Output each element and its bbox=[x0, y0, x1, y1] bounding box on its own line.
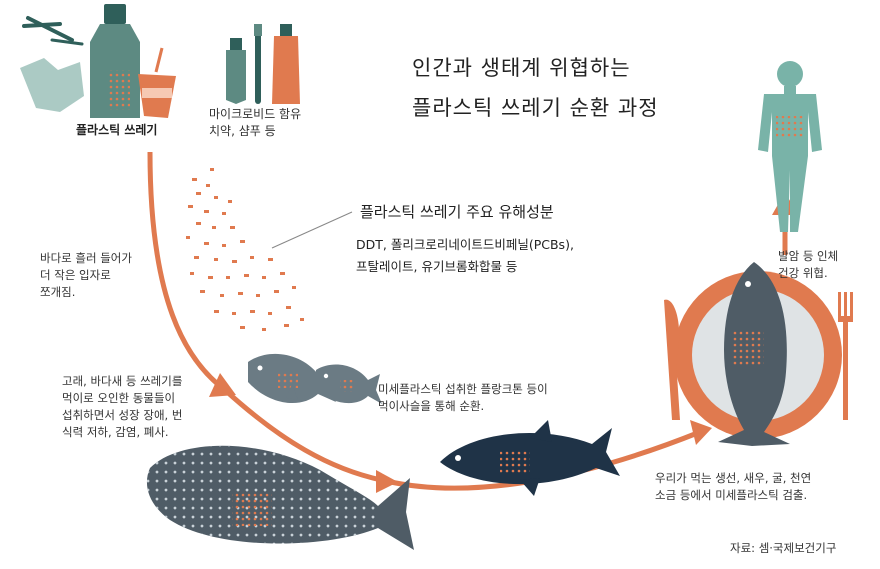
title-line-1: 인간과 생태계 위협하는 bbox=[412, 56, 631, 80]
fork-icon bbox=[838, 292, 853, 420]
sea-line-3: 쪼개짐. bbox=[40, 285, 76, 299]
title-line-2: 플라스틱 쓰레기 순환 과정 bbox=[412, 96, 659, 120]
human-line-1: 발암 등 인체 bbox=[778, 249, 839, 263]
food-chain-label: 미세플라스틱 섭취한 플랑크톤 등이 먹이사슬을 통해 순환. bbox=[378, 381, 548, 415]
whale-line-2: 먹이로 오인한 동물들이 bbox=[62, 391, 176, 405]
microbeads-line-1: 마이크로비드 함유 bbox=[209, 107, 302, 121]
health-threat-label: 발암 등 인체 건강 위협. bbox=[778, 248, 838, 282]
whale-line-4: 식력 저하, 감염, 폐사. bbox=[62, 425, 169, 439]
animal-harm-label: 고래, 바다새 등 쓰레기를 먹이로 오인한 동물들이 섭취하면서 성장 장애,… bbox=[62, 373, 182, 441]
microplastic-particles bbox=[186, 168, 304, 331]
microbeads-label: 마이크로비드 함유 치약, 샴푸 등 bbox=[209, 106, 301, 141]
sea-line-2: 더 작은 입자로 bbox=[40, 268, 111, 282]
tuna-on-plate-icon bbox=[674, 262, 842, 446]
eat-line-1: 우리가 먹는 생선, 새우, 굴, 천연 bbox=[655, 471, 812, 485]
microbeads-line-2: 치약, 샴푸 등 bbox=[209, 124, 276, 139]
food-detection-label: 우리가 먹는 생선, 새우, 굴, 천연 소금 등에서 미세플라스틱 검출. bbox=[655, 470, 811, 504]
whale-shark-icon bbox=[146, 445, 414, 550]
small-fish-icon bbox=[248, 353, 336, 404]
harmful-line-1: DDT, 폴리크로리네이트드비페닐(PCBs), bbox=[356, 237, 574, 252]
source-credit: 자료: 셈·국제보건기구 bbox=[730, 541, 837, 555]
whale-line-3: 섭취하면서 성장 장애, 번 bbox=[62, 408, 183, 422]
sea-line-1: 바다로 흘러 들어가 bbox=[40, 251, 132, 265]
whale-line-1: 고래, 바다새 등 쓰레기를 bbox=[62, 374, 183, 388]
plankton-line-2: 먹이사슬을 통해 순환. bbox=[378, 399, 485, 413]
toothpaste-icon bbox=[226, 38, 246, 104]
cup-straw-icon bbox=[138, 47, 176, 118]
plastic-bottle-icon bbox=[90, 4, 140, 118]
knife-icon bbox=[664, 299, 680, 420]
plankton-line-1: 미세플라스틱 섭취한 플랑크톤 등이 bbox=[378, 382, 548, 396]
toothbrush-icon bbox=[254, 24, 262, 104]
small-fish-icon bbox=[316, 364, 382, 404]
harmful-components: DDT, 폴리크로리네이트드비페닐(PCBs), 프탈레이트, 유기브롬화합물 … bbox=[356, 234, 574, 278]
shampoo-icon bbox=[272, 24, 300, 104]
diagram-title: 인간과 생태계 위협하는 플라스틱 쓰레기 순환 과정 bbox=[412, 48, 659, 128]
plastic-waste-label: 플라스틱 쓰레기 bbox=[76, 123, 158, 137]
harmful-line-2: 프탈레이트, 유기브롬화합물 등 bbox=[356, 259, 518, 274]
fork-knife-icon bbox=[22, 16, 84, 46]
human-line-2: 건강 위협. bbox=[778, 266, 828, 280]
human-figure-icon bbox=[758, 61, 822, 232]
sea-fragmentation-label: 바다로 흘러 들어가 더 작은 입자로 쪼개짐. bbox=[40, 250, 132, 301]
tuna-icon bbox=[440, 420, 620, 496]
pointer-line bbox=[271, 211, 353, 249]
eat-line-2: 소금 등에서 미세플라스틱 검출. bbox=[655, 488, 808, 502]
plastic-bag-icon bbox=[20, 58, 84, 112]
harmful-title: 플라스틱 쓰레기 주요 유해성분 bbox=[360, 203, 554, 221]
